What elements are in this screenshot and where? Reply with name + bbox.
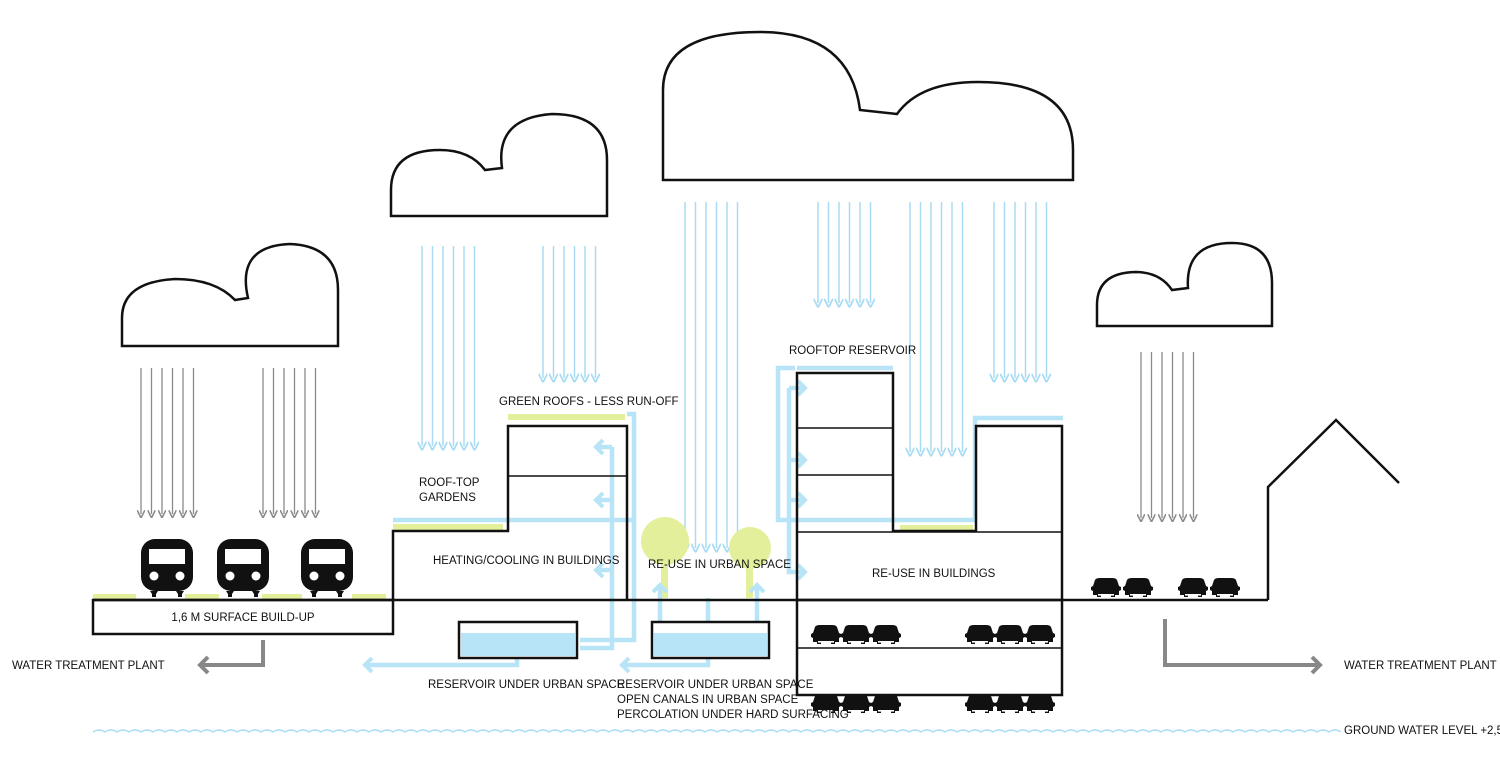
floor-lines: [508, 427, 1062, 649]
treatment-arrow-right: [1163, 619, 1323, 675]
train-icon: [301, 539, 353, 597]
car-icon: [965, 694, 995, 713]
reservoir-1: [457, 620, 579, 660]
rooftop-reservoir-label: ROOFTOP RESERVOIR: [789, 345, 916, 357]
car-icon: [871, 694, 901, 713]
car-icon: [1210, 578, 1240, 597]
reuse-urban-space-label: RE-USE IN URBAN SPACE: [648, 559, 791, 571]
rain-grey: [141, 352, 1194, 518]
green-surfaces: [93, 414, 973, 599]
heating-cooling-label: HEATING/COOLING IN BUILDINGS: [433, 555, 620, 567]
reuse-buildings-label: RE-USE IN BUILDINGS: [872, 568, 996, 580]
reservoir-list-item: OPEN CANALS IN URBAN SPACE: [617, 694, 799, 706]
car-icon: [965, 625, 995, 644]
water-treatment-right-label: WATER TREATMENT PLANT: [1344, 660, 1497, 672]
train-icon: [217, 539, 269, 597]
car-icon: [1123, 578, 1153, 597]
car-icon: [1025, 694, 1055, 713]
water-treatment-left-label: WATER TREATMENT PLANT: [12, 660, 165, 672]
tree-icon: [729, 527, 771, 598]
reservoir-list-item: RESERVOIR UNDER URBAN SPACE: [617, 679, 814, 691]
roof-top-gardens-label-2: GARDENS: [419, 492, 476, 504]
surface-buildup-label: 1,6 M SURFACE BUILD-UP: [171, 612, 314, 624]
cloud-icon: [661, 30, 1075, 182]
ground-water-level-label: GROUND WATER LEVEL +2,5: [1344, 725, 1500, 737]
car-icon: [1025, 625, 1055, 644]
pipe-arrowheads: [362, 379, 808, 674]
car-icon: [811, 625, 841, 644]
cloud-icon: [389, 112, 609, 218]
roof-top-gardens-label-1: ROOF-TOP: [419, 477, 480, 489]
car-icon: [871, 625, 901, 644]
water-pipes: [365, 365, 1063, 668]
ground-water-wave: [92, 729, 1342, 733]
car-icon: [1091, 578, 1121, 597]
car-icon: [1178, 578, 1208, 597]
train-icon: [141, 539, 193, 597]
green-roofs-label: GREEN ROOFS - LESS RUN-OFF: [499, 396, 679, 408]
tree-icon: [641, 517, 689, 598]
cloud-icon: [1095, 241, 1274, 328]
car-icon: [995, 625, 1025, 644]
car-icon: [841, 625, 871, 644]
cloud-icon: [120, 242, 340, 348]
reservoir-urban-space-label: RESERVOIR UNDER URBAN SPACE: [428, 679, 625, 691]
reservoir-list-item: PERCOLATION UNDER HARD SURFACING: [617, 709, 849, 721]
reservoir-2: [650, 620, 771, 660]
car-icon: [995, 694, 1025, 713]
rain-blue: [422, 202, 1047, 548]
treatment-arrow-left: [197, 640, 265, 675]
